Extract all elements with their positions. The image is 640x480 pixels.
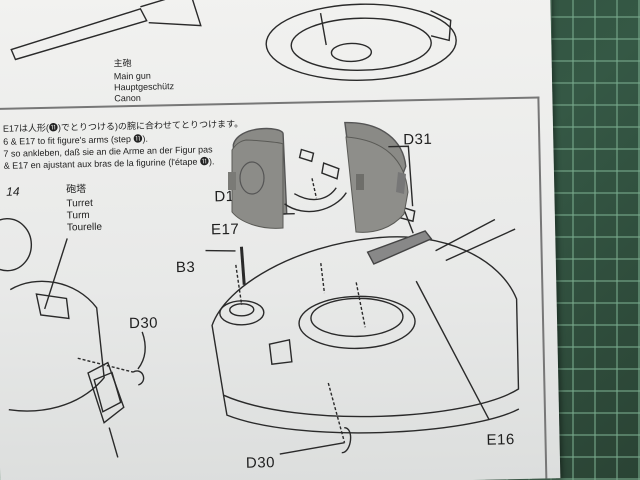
hatch-right-part xyxy=(345,136,409,233)
hatch-left-part xyxy=(228,139,284,229)
